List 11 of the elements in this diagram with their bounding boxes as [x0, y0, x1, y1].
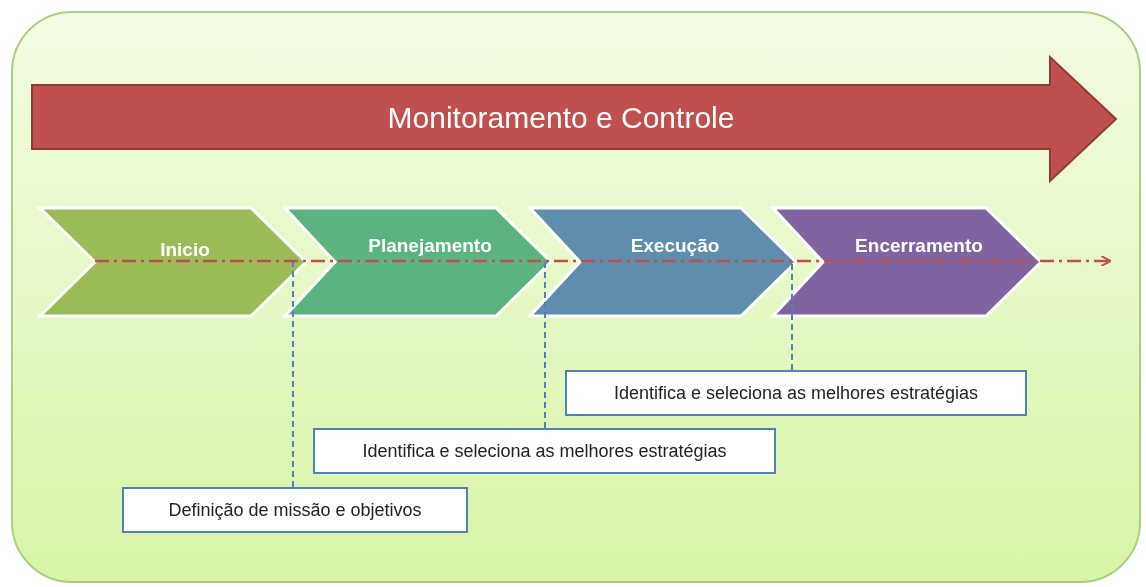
timeline-arrow [95, 255, 1112, 267]
phase-label: Execução [630, 235, 720, 257]
text-box: Identifica e seleciona as melhores estratégias [565, 370, 1027, 416]
text-box: Definição de missão e objetivos [122, 487, 468, 533]
phase-label: Encerramento [855, 235, 983, 257]
phase-label: Inicio [160, 239, 210, 261]
phase-label: Planejamento [368, 235, 492, 257]
leader-line [292, 260, 294, 488]
leader-line [544, 260, 546, 429]
arrow-label: Monitoramento e Controle [387, 101, 735, 135]
text-box: Identifica e seleciona as melhores estratégias [313, 428, 776, 474]
